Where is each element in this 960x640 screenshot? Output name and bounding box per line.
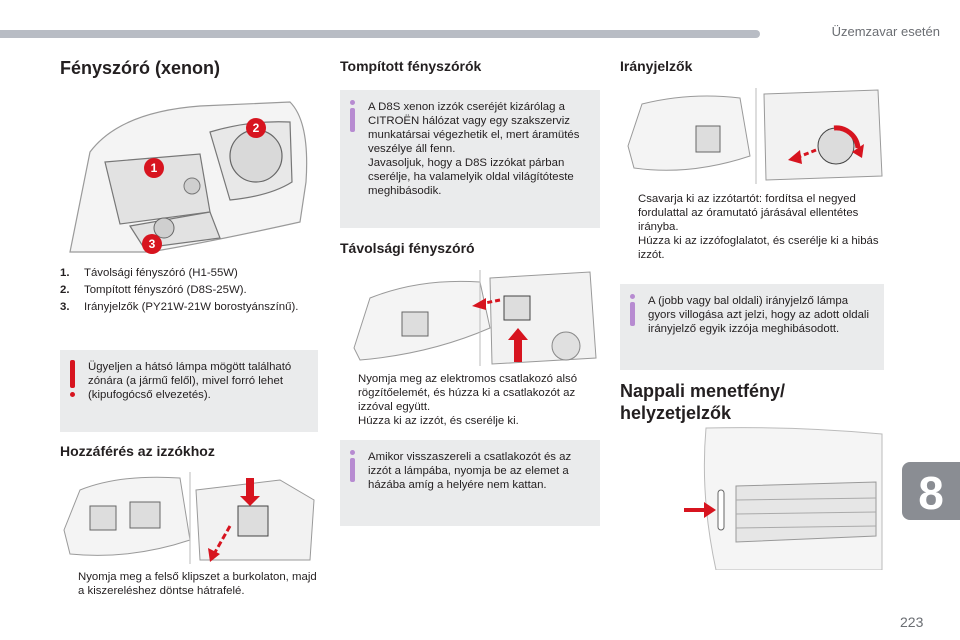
legend-item: 2. Tompított fényszóró (D8S-25W). (60, 283, 318, 297)
svg-text:3: 3 (149, 237, 156, 251)
step-item: Húzza ki az izzófoglalatot, és cserélje … (620, 234, 884, 262)
main-beam-connector-illustration (340, 268, 600, 368)
callout-1: 1 (144, 158, 164, 178)
info-box-connector-refit: Amikor visszaszereli a csatlakozót és az… (340, 440, 600, 526)
header-bar (0, 30, 760, 38)
legend-text: Távolsági fényszóró (H1-55W) (84, 267, 238, 279)
step-marker (60, 570, 78, 598)
step-item: Nyomja meg az elektromos csatlakozó alsó… (340, 372, 600, 414)
bulb-legend-list: 1. Távolsági fényszóró (H1-55W) 2. Tompí… (60, 266, 318, 317)
info-icon (630, 302, 635, 326)
section-title-xenon: Fényszóró (xenon) (60, 58, 221, 78)
access-steps: Nyomja meg a felső klipszet a burkolaton… (60, 570, 318, 598)
main-beam-steps: Nyomja meg az elektromos csatlakozó alsó… (340, 372, 600, 428)
legend-text: Irányjelzők (PY21W-21W borostyánszínű). (84, 301, 299, 313)
warning-text: Ügyeljen a hátsó lámpa mögött található … (88, 361, 292, 401)
section-title-access: Hozzáférés az izzókhoz (60, 443, 215, 459)
info-text: A D8S xenon izzók cseréjét kizárólag a C… (368, 101, 580, 197)
legend-number: 3. (60, 301, 70, 313)
step-text: Csavarja ki az izzótartót: fordítsa el n… (638, 193, 859, 233)
step-marker (340, 414, 358, 428)
svg-text:2: 2 (253, 121, 260, 135)
info-icon-dot (350, 450, 355, 455)
callout-3: 3 (142, 234, 162, 254)
info-box-d8s-replacement: A D8S xenon izzók cseréjét kizárólag a C… (340, 90, 600, 228)
chapter-tab[interactable]: 8 (902, 462, 960, 520)
legend-item: 3. Irányjelzők (PY21W-21W borostyánszínű… (60, 300, 318, 314)
info-box-fast-flashing: A (jobb vagy bal oldali) irányjelző lámp… (620, 284, 884, 370)
step-marker (620, 192, 638, 234)
info-icon-dot (350, 100, 355, 105)
step-item: Nyomja meg a felső klipszet a burkolaton… (60, 570, 318, 598)
step-text: Nyomja meg a felső klipszet a burkolaton… (78, 571, 317, 597)
daytime-lights-illustration (676, 426, 884, 570)
step-text: Nyomja meg az elektromos csatlakozó alsó… (358, 373, 578, 413)
legend-text: Tompított fényszóró (D8S-25W). (84, 284, 247, 296)
info-icon (350, 108, 355, 132)
step-text: Húzza ki az izzófoglalatot, és cserélje … (638, 235, 879, 261)
info-text: A (jobb vagy bal oldali) irányjelző lámp… (648, 295, 869, 335)
chapter-header: Üzemzavar esetén (831, 24, 940, 39)
legend-item: 1. Távolsági fényszóró (H1-55W) (60, 266, 318, 280)
access-clip-illustration (60, 470, 318, 566)
legend-number: 1. (60, 267, 70, 279)
step-text: Húzza ki az izzót, és cserélje ki. (358, 415, 519, 427)
step-item: Húzza ki az izzót, és cserélje ki. (340, 414, 600, 428)
section-title-indicators: Irányjelzők (620, 58, 693, 74)
section-title-daytime-lights: Nappali menetfény/ helyzetjelzők (620, 381, 786, 423)
callout-2: 2 (246, 118, 266, 138)
warning-icon (70, 360, 75, 388)
legend-number: 2. (60, 284, 70, 296)
chapter-tab-number: 8 (918, 467, 944, 519)
svg-text:1: 1 (151, 161, 158, 175)
step-marker (620, 234, 638, 262)
warning-box-hot-zone: Ügyeljen a hátsó lámpa mögött található … (60, 350, 318, 432)
warning-icon-dot (70, 392, 75, 397)
page-number: 223 (900, 614, 924, 630)
indicator-steps: Csavarja ki az izzótartót: fordítsa el n… (620, 192, 884, 262)
info-icon-dot (630, 294, 635, 299)
section-title-main-beam: Távolsági fényszóró (340, 240, 475, 256)
info-text: Amikor visszaszereli a csatlakozót és az… (368, 451, 572, 491)
info-icon (350, 458, 355, 482)
indicator-bulb-illustration (620, 86, 884, 186)
step-item: Csavarja ki az izzótartót: fordítsa el n… (620, 192, 884, 234)
section-title-dipped-beam: Tompított fényszórók (340, 58, 482, 74)
step-marker (340, 372, 358, 414)
headlamp-rear-illustration: 1 2 3 (60, 92, 318, 254)
